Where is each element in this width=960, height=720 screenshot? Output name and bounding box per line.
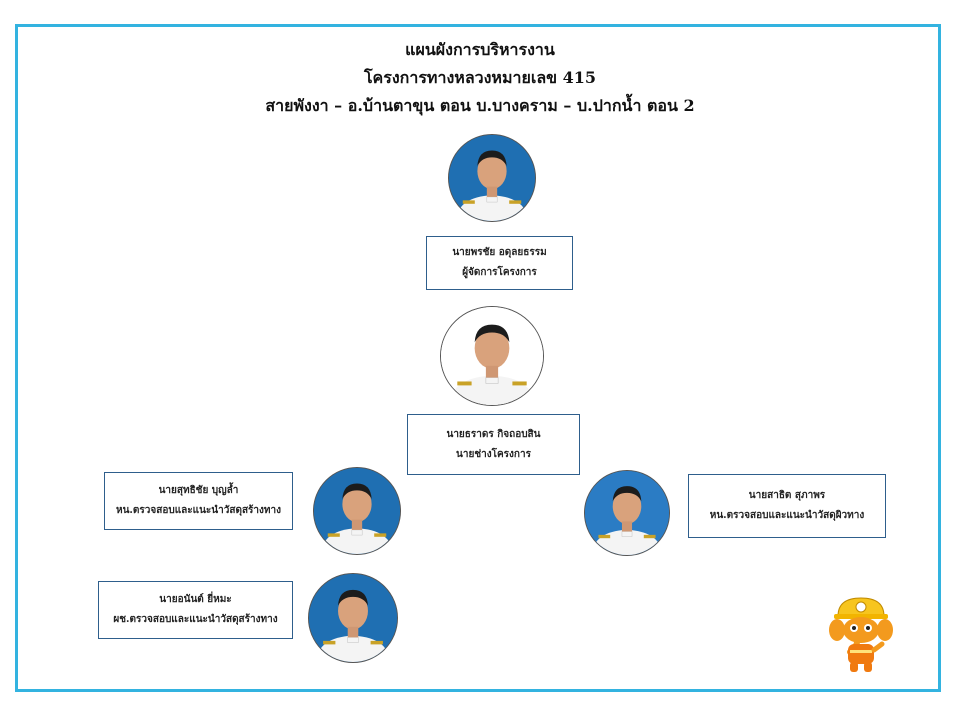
construction-asst-name: นายอนันต์ ยี่หมะ xyxy=(159,594,232,605)
mascot-icon xyxy=(828,594,894,676)
construction-asst-role: ผช.ตรวจสอบและแนะนำวัสดุสร้างทาง xyxy=(113,614,278,625)
surface-head-box: นายสาธิต สุภาพร หน.ตรวจสอบและแนะนำวัสดุผ… xyxy=(688,474,886,538)
construction-head-photo xyxy=(313,467,401,555)
engineer-photo xyxy=(440,306,544,406)
diagram-frame xyxy=(15,24,941,692)
manager-role: ผู้จัดการโครงการ xyxy=(462,267,537,278)
manager-photo xyxy=(448,134,536,222)
title-line-1: แผนผังการบริหารงาน xyxy=(405,40,555,59)
surface-head-photo xyxy=(584,470,670,556)
manager-box: นายพรชัย อดุลยธรรม ผู้จัดการโครงการ xyxy=(426,236,573,290)
surface-head-name: นายสาธิต สุภาพร xyxy=(748,490,826,501)
engineer-name: นายธราดร กิจถอบสิน xyxy=(446,428,541,440)
title-line-3: สายพังงา – อ.บ้านตาขุน ตอน บ.บางคราม – บ… xyxy=(265,96,695,115)
engineer-role: นายช่างโครงการ xyxy=(456,448,531,460)
engineer-box: นายธราดร กิจถอบสิน นายช่างโครงการ xyxy=(407,414,580,475)
construction-asst-photo xyxy=(308,573,398,663)
title-block: แผนผังการบริหารงาน โครงการทางหลวงหมายเลข… xyxy=(0,36,960,120)
surface-head-role: หน.ตรวจสอบและแนะนำวัสดุผิวทาง xyxy=(709,510,865,521)
manager-name: นายพรชัย อดุลยธรรม xyxy=(452,247,547,258)
title-line-2: โครงการทางหลวงหมายเลข 415 xyxy=(363,68,597,87)
construction-head-box: นายสุทธิชัย บุญล้ำ หน.ตรวจสอบและแนะนำวัส… xyxy=(104,472,293,530)
construction-head-role: หน.ตรวจสอบและแนะนำวัสดุสร้างทาง xyxy=(115,505,282,516)
construction-head-name: นายสุทธิชัย บุญล้ำ xyxy=(158,485,239,496)
construction-asst-box: นายอนันต์ ยี่หมะ ผช.ตรวจสอบและแนะนำวัสดุ… xyxy=(98,581,293,639)
